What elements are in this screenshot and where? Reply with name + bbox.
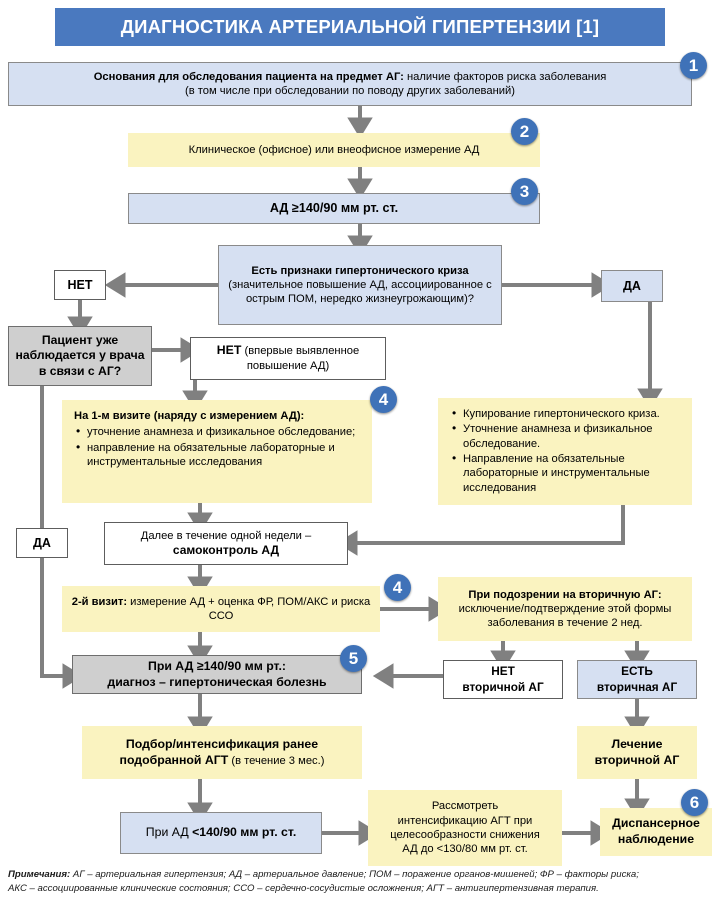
node-self-monitoring: Далее в течение одной недели – самоконтр… [104,522,348,565]
list-item: Направление на обязательные лабораторные… [452,451,693,495]
first-visit-header: На 1-м визите (наряду с измерением АД): [74,410,305,422]
step-badge-4b: 4 [384,574,411,601]
followup-yes-text: ДА [33,536,51,550]
self-monitoring-line1: Далее в течение одной недели – [140,529,312,542]
crisis-question-rest: (значительное повышение АД, ассоциирован… [228,278,492,306]
followup-no-rest: (впервые выявленное повышение АД) [241,345,360,373]
dispensary-line1: Диспансерное [612,816,700,831]
consider-line2: интенсификацию АГТ при [397,814,533,827]
crisis-actions-list: Купирование гипертонического криза. Уточ… [450,406,693,496]
consider-line3: целесообразности снижения [390,829,540,841]
node-crisis-yes: ДА [601,270,663,302]
therapy-selection-line1: Подбор/интенсификация ранее [125,736,319,751]
footnote-lead: Примечания: [8,869,71,880]
followup-no-strong: НЕТ [216,343,242,358]
step-badge-2: 2 [511,118,538,145]
secondary-treatment-line1: Лечение [611,736,663,751]
node-crisis-no: НЕТ [54,270,106,300]
crisis-question-strong: Есть признаки гипертонического криза [251,264,469,277]
node-crisis-question: Есть признаки гипертонического криза (зн… [218,245,502,325]
secondary-suspicion-strong: При подозрении на вторичную АГ: [468,588,662,601]
step-badge-4a: 4 [370,386,397,413]
node-consider-intensification: Рассмотреть интенсификацию АГТ при целес… [368,790,562,866]
node-followup-yes: ДА [16,528,68,558]
followup-question-line1: Пациент уже [41,332,119,347]
node-secondary-no: НЕТ вторичной АГ [443,660,563,699]
indications-line2: (в том числе при обследовании по поводу … [184,85,515,97]
node-crisis-actions: Купирование гипертонического криза. Уточ… [438,398,692,505]
second-visit-strong: 2-й визит: [71,595,128,608]
bp-measurement-text: Клиническое (офисное) или внеофисное изм… [188,143,480,156]
therapy-selection-line2-strong: подобранной АГТ [119,752,229,767]
secondary-no-line1: НЕТ [491,664,515,679]
node-bp-measurement: Клиническое (офисное) или внеофисное изм… [128,133,540,167]
footnote-line2: АКС – ассоциированные клинические состоя… [8,882,599,894]
node-bp-below-target: При АД <140/90 мм рт. ст. [120,812,322,854]
secondary-yes-line1: ЕСТЬ [621,664,653,679]
step-badge-1: 1 [680,52,707,79]
secondary-suspicion-rest: исключение/подтверждение этой формы забо… [458,602,672,630]
indications-strong: Основания для обследования пациента на п… [93,70,404,83]
crisis-no-text: НЕТ [67,278,93,292]
crisis-yes-text: ДА [623,279,641,293]
step-badge-6: 6 [681,789,708,816]
footnote: Примечания: АГ – артериальная гипертензи… [8,868,714,896]
node-secondary-suspicion: При подозрении на вторичную АГ: исключен… [438,577,692,641]
followup-question-line3: в связи с АГ? [38,363,122,378]
diagnosis-line2: диагноз – гипертоническая болезнь [107,674,327,689]
node-therapy-selection: Подбор/интенсификация ранее подобранной … [82,726,362,779]
secondary-treatment-line2: вторичной АГ [594,752,680,767]
node-diagnosis: При АД ≥140/90 мм рт.: диагноз – гиперто… [72,655,362,694]
list-item: направление на обязательные лабораторные… [76,440,373,470]
bp-threshold-text: АД ≥140/90 мм рт. ст. [269,201,399,216]
bp-below-strong: <140/90 мм рт. ст. [192,825,297,840]
node-bp-threshold: АД ≥140/90 мм рт. ст. [128,193,540,224]
node-first-visit: На 1-м визите (наряду с измерением АД): … [62,400,372,503]
step-badge-3: 3 [511,178,538,205]
list-item: уточнение анамнеза и физикальное обследо… [76,424,373,440]
node-followup-no: НЕТ (впервые выявленное повышение АД) [190,337,386,380]
secondary-no-line2: вторичной АГ [462,679,544,694]
consider-line4: АД до <130/80 мм рт. ст. [402,843,528,856]
bp-below-normal: При АД [145,825,193,840]
dispensary-line2: наблюдение [617,832,695,846]
second-visit-rest: измерение АД + оценка ФР, ПОМ/АКС и риск… [127,595,371,622]
node-second-visit: 2-й визит: измерение АД + оценка ФР, ПОМ… [62,586,380,632]
secondary-yes-line2: вторичная АГ [596,679,678,694]
consider-line1: Рассмотреть [431,800,499,813]
diagnosis-line1: При АД ≥140/90 мм рт.: [147,658,287,673]
node-secondary-treatment: Лечение вторичной АГ [577,726,697,779]
node-dispensary-observation: Диспансерное наблюдение [600,808,712,856]
therapy-selection-rest: (в течение 3 мес.) [228,754,325,767]
list-item: Уточнение анамнеза и физикальное обследо… [452,421,693,451]
followup-question-line2: наблюдается у врача [15,348,145,363]
step-badge-5: 5 [340,645,367,672]
node-followup-question: Пациент уже наблюдается у врача в связи … [8,326,152,386]
footnote-line1: АГ – артериальная гипертензия; АД – арте… [70,869,639,880]
page-title: ДИАГНОСТИКА АРТЕРИАЛЬНОЙ ГИПЕРТЕНЗИИ [1] [55,8,665,46]
self-monitoring-line2: самоконтроль АД [172,542,280,557]
indications-rest: наличие факторов риска заболевания [403,70,607,83]
node-secondary-yes: ЕСТЬ вторичная АГ [577,660,697,699]
node-indications: Основания для обследования пациента на п… [8,62,692,106]
list-item: Купирование гипертонического криза. [452,406,693,422]
first-visit-list: уточнение анамнеза и физикальное обследо… [74,424,373,470]
